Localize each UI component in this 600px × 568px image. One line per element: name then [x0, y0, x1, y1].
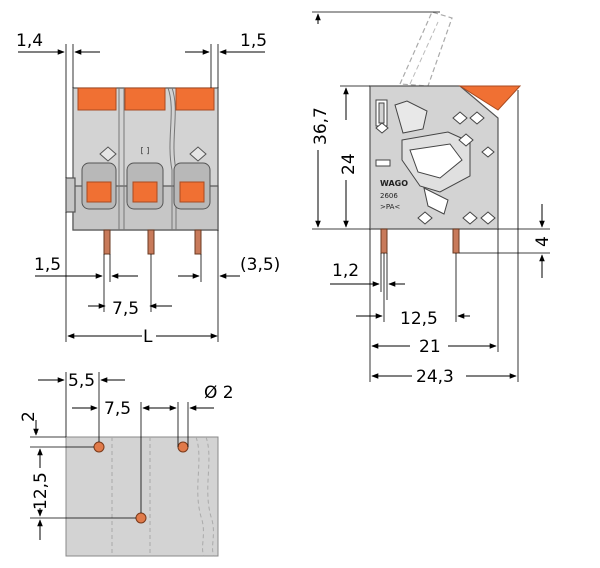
dim-label-1-4: 1,4: [16, 31, 43, 51]
dim-label-pin-width: 1,5: [34, 255, 61, 275]
side-view: WAGO 2606 >PA< 36,7 24: [311, 11, 553, 387]
dim-label-hole-diameter: Ø 2: [204, 383, 234, 403]
svg-text:[ ]: [ ]: [141, 146, 150, 155]
dim-fp-row-offset: 2: [19, 411, 94, 448]
dim-label-fp-pitch: 7,5: [104, 399, 131, 419]
dim-label-pin-spacing: 12,5: [400, 309, 438, 329]
side-housing: WAGO 2606 >PA<: [369, 85, 522, 230]
front-levers: [77, 87, 215, 111]
dim-fp-row-spacing: 12,5: [30, 448, 136, 540]
dim-side-body-height: 24: [339, 85, 370, 228]
side-series-label: 2606: [380, 192, 398, 200]
dim-label-row-offset: 2: [19, 411, 39, 422]
front-view: [ ] 1,4 1,5 1,5: [16, 31, 280, 347]
side-brand-label: WAGO: [380, 179, 408, 188]
dim-side-pin-length: 4: [459, 204, 553, 278]
side-material-label: >PA<: [380, 203, 400, 211]
side-pins: [380, 228, 460, 254]
dim-label-total-height: 36,7: [311, 107, 331, 145]
dim-fp-hole-diameter: Ø 2: [158, 383, 234, 447]
dim-front-pin-width: 1,5: [34, 254, 138, 312]
footprint-board: [65, 436, 219, 557]
dim-label-pin-length: 4: [533, 236, 553, 247]
dim-label-pin-thickness: 1,2: [332, 261, 359, 281]
front-pins: [103, 229, 202, 255]
dim-side-pin-thickness: 1,2: [330, 253, 405, 300]
dim-front-1-5-top: 1,5: [185, 31, 267, 88]
dim-label-body-height: 24: [339, 153, 359, 175]
dim-label-pin-offset: (3,5): [240, 255, 280, 275]
dim-fp-first-hole: 5,5: [38, 371, 125, 442]
dim-front-1-4: 1,4: [16, 31, 100, 178]
dim-label-pitch-front: 7,5: [112, 299, 139, 319]
side-ghost-lever: [399, 11, 453, 87]
dim-side-total-depth: 24,3: [371, 90, 519, 387]
dim-side-body-depth: 21: [369, 229, 499, 382]
dim-label-row-spacing: 12,5: [31, 472, 51, 510]
dim-label-body-depth: 21: [419, 337, 441, 357]
dim-front-pin-offset: (3,5): [178, 230, 280, 342]
dim-front-length: L: [65, 212, 218, 347]
dim-side-pin-spacing: 12,5: [356, 253, 470, 329]
dim-label-first-hole: 5,5: [68, 371, 95, 391]
dim-label-total-depth: 24,3: [416, 367, 454, 387]
dim-label-1-5-top: 1,5: [240, 31, 267, 51]
dim-fp-pitch: 7,5: [72, 399, 170, 513]
front-openings: [ ]: [81, 146, 211, 210]
dim-side-total-height: 36,7: [311, 11, 440, 230]
dim-front-pitch: 7,5: [88, 254, 172, 319]
dim-label-length: L: [143, 327, 153, 347]
footprint-view: 5,5 7,5 Ø 2 2: [19, 371, 234, 557]
